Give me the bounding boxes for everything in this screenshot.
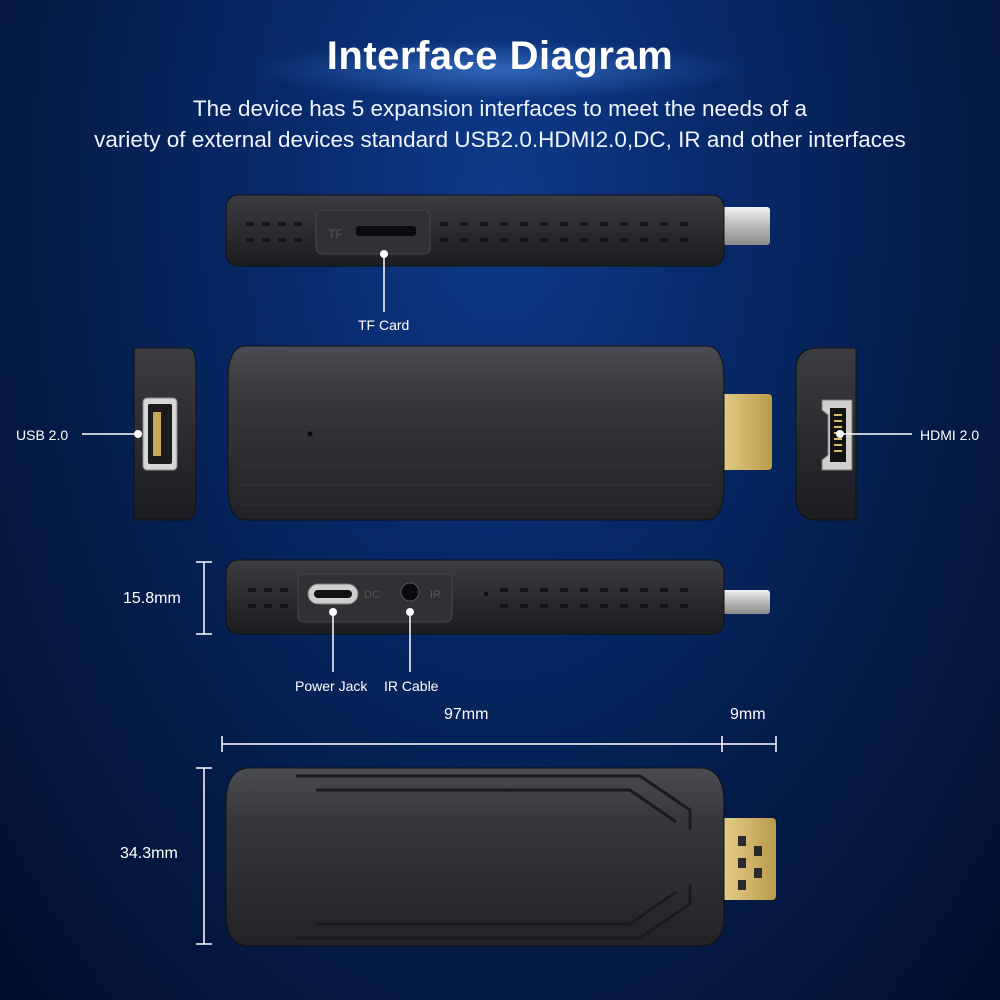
top-grooves xyxy=(296,774,692,940)
subtitle-line-1: The device has 5 expansion interfaces to… xyxy=(192,96,808,121)
ir-cable-dot xyxy=(406,608,414,616)
tf-port-mark: TF xyxy=(328,227,343,241)
tf-card-label: TF Card xyxy=(358,317,410,333)
usb-label: USB 2.0 xyxy=(16,427,69,443)
width-label: 34.3mm xyxy=(120,845,178,862)
ir-cable-label: IR Cable xyxy=(384,678,439,694)
device-side-view-tf: TF xyxy=(225,194,770,267)
usb-dot xyxy=(134,430,142,438)
vent-slots-top xyxy=(246,222,688,242)
power-jack-dot xyxy=(329,608,337,616)
hdmi-plug xyxy=(722,207,770,245)
plug-length-label: 9mm xyxy=(730,706,766,723)
hdmi-dot xyxy=(836,430,844,438)
status-led xyxy=(307,431,313,437)
page-title: Interface Diagram xyxy=(326,34,674,78)
thickness-dimension-line xyxy=(196,561,212,635)
device-bottom-view xyxy=(225,767,776,947)
body-length-label: 97mm xyxy=(444,706,489,723)
hdmi-plug-top xyxy=(720,394,772,470)
thickness-label: 15.8mm xyxy=(123,590,181,607)
ir-jack xyxy=(400,582,420,602)
title-glow xyxy=(250,40,750,100)
hdmi-plug-bottom xyxy=(722,818,776,900)
usb-end-view xyxy=(133,347,197,521)
ir-port-mark: IR xyxy=(430,589,441,601)
hdmi-label: HDMI 2.0 xyxy=(920,427,980,443)
length-dimension-line xyxy=(221,736,777,752)
tf-card-dot xyxy=(380,250,388,258)
device-top-view xyxy=(227,345,772,521)
dc-port-mark: DC xyxy=(364,589,380,601)
width-dimension-line xyxy=(196,767,212,945)
subtitle-line-2: variety of external devices standard USB… xyxy=(94,127,906,152)
power-jack-label: Power Jack xyxy=(295,678,368,694)
tf-card-slot xyxy=(356,226,416,236)
brushed-texture xyxy=(240,364,712,506)
device-side-view-dc-ir: DC IR xyxy=(225,559,770,635)
hdmi-plug-side xyxy=(722,590,770,614)
